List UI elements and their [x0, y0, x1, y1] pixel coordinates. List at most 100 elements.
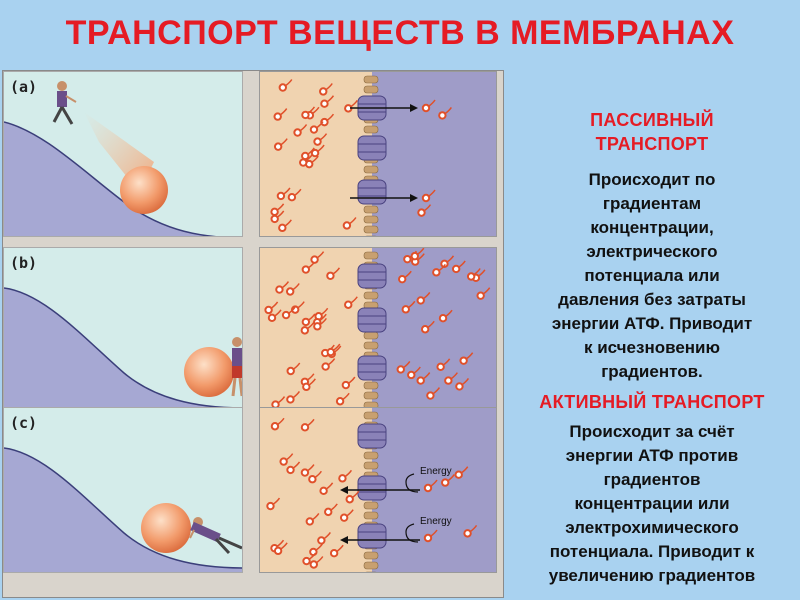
molecule-icon [321, 96, 333, 107]
active-line: энергии АТФ против [506, 444, 798, 468]
molecule-icon [289, 189, 301, 200]
molecule-icon [311, 556, 323, 567]
molecule-icon [315, 308, 327, 319]
person-icon [54, 81, 76, 124]
molecule-icon [309, 471, 321, 482]
energy-label: Energy [420, 466, 452, 477]
channel-protein [358, 180, 386, 204]
membrane-diffusion-illustration [260, 72, 497, 237]
ball [184, 347, 234, 397]
person-icon [232, 337, 242, 396]
molecule-icon [287, 284, 299, 295]
panel-tag: (c) [10, 414, 37, 432]
molecule-icon [341, 510, 353, 521]
channel-protein [358, 264, 386, 288]
person-pushing-icon [190, 517, 242, 553]
molecule-icon [310, 544, 322, 555]
channel-protein [358, 524, 386, 548]
hill-illustration-bottom [4, 248, 243, 413]
passive-line: к исчезновению [506, 336, 798, 360]
membrane-panel-a [259, 71, 497, 237]
molecule-icon [344, 217, 356, 228]
passive-heading-line-1: ПАССИВНЫЙ [506, 108, 798, 132]
explanation-column: ПАССИВНЫЙ ТРАНСПОРТ Происходит по градие… [506, 108, 798, 588]
molecule-icon [288, 363, 300, 374]
active-description: Происходит за счёт энергии АТФ против гр… [506, 420, 798, 588]
passive-line: потенциала или [506, 264, 798, 288]
molecule-icon [272, 418, 284, 429]
channel-protein [358, 476, 386, 500]
molecule-icon [325, 504, 337, 515]
channel-protein [358, 356, 386, 380]
active-line: градиентов [506, 468, 798, 492]
figure-row-b: (b) [3, 247, 503, 413]
passive-line: концентрации, [506, 216, 798, 240]
molecule-icon [275, 139, 287, 150]
membrane-equilibrium-illustration [260, 248, 497, 413]
molecule-icon [343, 377, 355, 388]
passive-line: градиентов. [506, 360, 798, 384]
hill-illustration-downhill [4, 72, 243, 237]
panel-tag: (b) [10, 254, 37, 272]
molecule-icon [311, 252, 323, 263]
figure-row-a: (a) [3, 71, 503, 237]
ball [141, 503, 191, 553]
molecule-icon [339, 470, 351, 481]
molecule-icon [287, 391, 299, 402]
ball [120, 166, 168, 214]
membrane-panel-b [259, 247, 497, 413]
molecule-icon [287, 462, 299, 473]
molecule-icon [279, 220, 291, 231]
energy-label: Energy [420, 516, 452, 527]
molecule-icon [292, 302, 304, 313]
molecule-icon [280, 454, 292, 465]
active-line: увеличению градиентов [506, 564, 798, 588]
molecule-icon [320, 483, 332, 494]
molecule-icon [337, 393, 349, 404]
molecule-icon [302, 419, 314, 430]
molecule-icon [274, 109, 286, 120]
molecule-icon [318, 532, 330, 543]
passive-description: Происходит по градиентам концентрации, э… [506, 168, 798, 384]
channel-protein [358, 424, 386, 448]
hill-panel-c: (c) [3, 407, 243, 573]
molecule-icon [345, 100, 357, 111]
molecule-icon [294, 125, 306, 136]
molecule-icon [314, 134, 326, 145]
passive-line: градиентам [506, 192, 798, 216]
active-line: потенциала. Приводит к [506, 540, 798, 564]
panel-tag: (a) [10, 78, 37, 96]
molecule-icon [280, 80, 292, 91]
passive-line: давления без затраты [506, 288, 798, 312]
passive-line: электрического [506, 240, 798, 264]
passive-line: энергии АТФ. Приводит [506, 312, 798, 336]
molecule-icon [311, 122, 323, 133]
molecule-icon [312, 145, 324, 156]
active-line: электрохимического [506, 516, 798, 540]
molecule-icon [320, 83, 332, 94]
page-title: ТРАНСПОРТ ВЕЩЕСТВ В МЕМБРАНАХ [0, 14, 800, 53]
molecule-icon [307, 513, 319, 524]
hill-panel-a: (a) [3, 71, 243, 237]
hill-panel-b: (b) [3, 247, 243, 413]
hill-illustration-uphill [4, 408, 243, 573]
molecule-icon [331, 545, 343, 556]
molecule-icon [302, 465, 314, 476]
molecule-icon [265, 302, 277, 313]
molecule-icon [321, 114, 333, 125]
membrane-transport-figure: (a) [2, 70, 504, 598]
active-heading: АКТИВНЫЙ ТРАНСПОРТ [506, 390, 798, 414]
active-line: концентрации или [506, 492, 798, 516]
molecule-icon [347, 491, 359, 502]
molecule-icon [327, 268, 339, 279]
passive-heading-line-2: ТРАНСПОРТ [506, 132, 798, 156]
channel-protein [358, 308, 386, 332]
channel-protein [358, 136, 386, 160]
molecule-icon [322, 359, 334, 370]
molecule-icon [345, 297, 357, 308]
active-line: Происходит за счёт [506, 420, 798, 444]
molecule-icon [267, 498, 279, 509]
